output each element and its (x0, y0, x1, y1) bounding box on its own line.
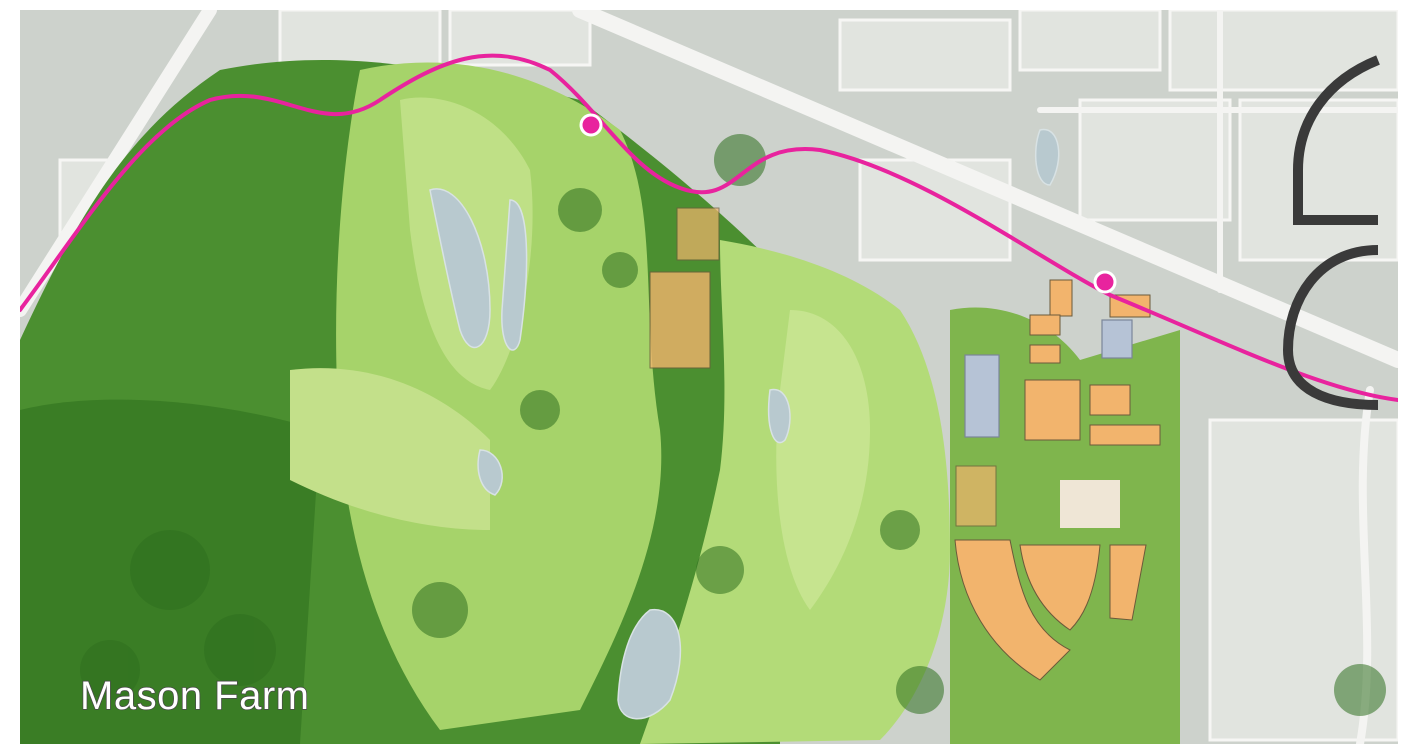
plaza (1060, 480, 1120, 528)
tree-clusters (80, 134, 1386, 716)
site-plan-map[interactable]: Mason Farm (20, 10, 1398, 744)
civic-buildings (964, 319, 1133, 438)
map-canvas[interactable] (20, 10, 1398, 744)
proposed-buildings (649, 207, 1161, 681)
transit-station-icon[interactable] (1093, 270, 1117, 294)
ponds (429, 128, 1060, 720)
transit-line[interactable] (20, 53, 1398, 402)
transit-station-icon[interactable] (579, 113, 603, 137)
place-label-mason-farm: Mason Farm (79, 673, 310, 718)
